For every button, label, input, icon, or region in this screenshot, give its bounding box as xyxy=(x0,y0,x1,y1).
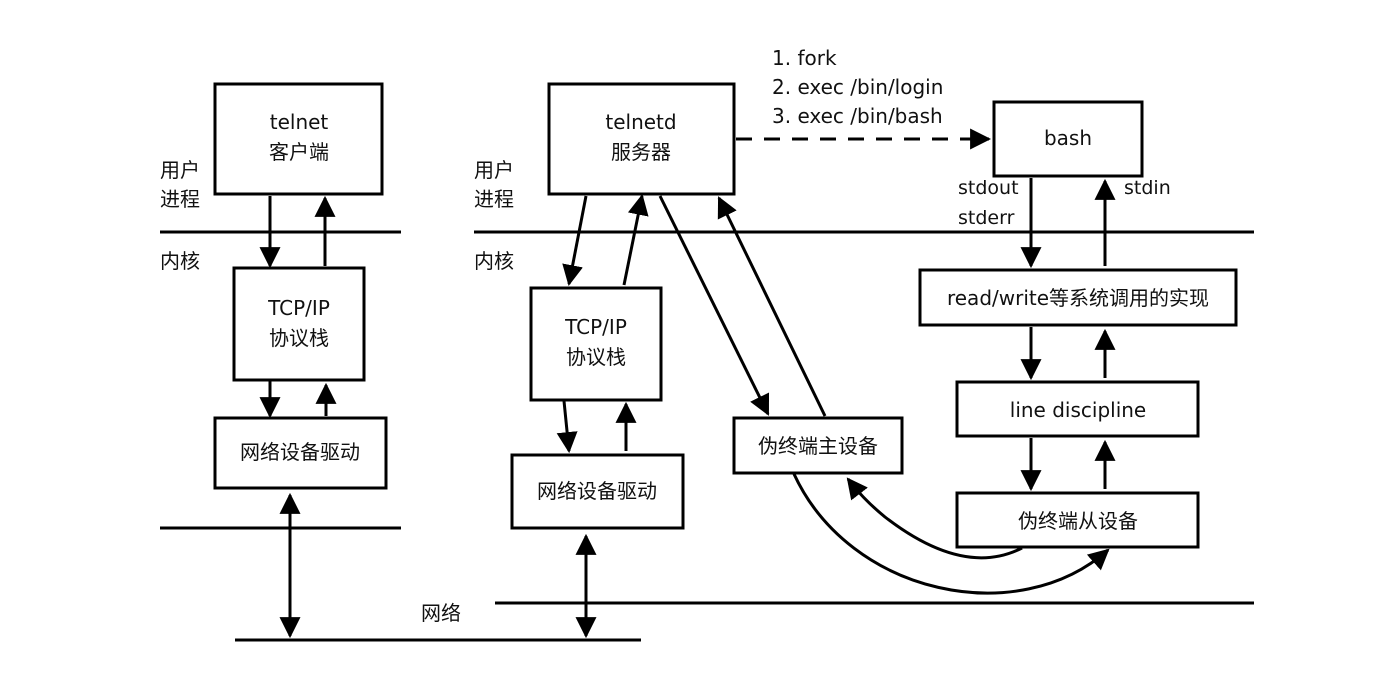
pty-slave-to-master-curved-arrow xyxy=(846,477,1023,560)
right-user-process-label-line2: 进程 xyxy=(474,187,514,211)
step-2-label: 2. exec /bin/login xyxy=(772,75,943,99)
telnet-client-box xyxy=(213,82,384,196)
right-kernel-label: 内核 xyxy=(474,249,514,273)
pty-master-to-slave-curved-arrow xyxy=(792,473,1110,595)
pty-slave-label: 伪终端从设备 xyxy=(1018,509,1138,533)
telnet-client-title-line2: 客户端 xyxy=(269,140,329,164)
telnetd-to-pty-master-arrow xyxy=(658,195,770,416)
right-stack-down-arrow xyxy=(556,400,578,454)
stdout-label: stdout xyxy=(958,177,1019,199)
pty-slave-box xyxy=(955,491,1200,549)
right-tcpip-stack-box xyxy=(529,286,663,402)
right-network-driver-box xyxy=(510,453,685,530)
left-network-driver-label: 网络设备驱动 xyxy=(240,440,360,464)
network-label: 网络 xyxy=(421,601,461,625)
right-user-process-label-line1: 用户 xyxy=(474,158,514,182)
telnetd-title-line1: telnetd xyxy=(605,110,676,134)
left-tcpip-line2: 协议栈 xyxy=(269,326,329,350)
pty-master-to-telnetd-arrow xyxy=(717,196,827,417)
line-discipline-label: line discipline xyxy=(1010,398,1146,422)
step-3-label: 3. exec /bin/bash xyxy=(772,104,943,128)
stderr-label: stderr xyxy=(958,207,1015,229)
syscall-impl-label: read/write等系统调用的实现 xyxy=(947,286,1209,310)
left-network-driver-box xyxy=(213,416,388,490)
left-tcpip-line1: TCP/IP xyxy=(267,296,330,320)
left-user-process-label-line1: 用户 xyxy=(160,158,200,182)
telnetd-server-box xyxy=(547,82,736,196)
telnet-client-title-line1: telnet xyxy=(270,110,329,134)
step-1-label: 1. fork xyxy=(772,46,837,70)
bash-box xyxy=(992,100,1144,178)
left-tcpip-stack-box xyxy=(232,266,366,382)
line-discipline-box xyxy=(955,380,1200,438)
right-server-down-arrow xyxy=(562,195,588,287)
right-tcpip-line2: 协议栈 xyxy=(566,345,626,369)
stdin-label: stdin xyxy=(1124,177,1171,199)
right-tcpip-line1: TCP/IP xyxy=(564,315,627,339)
left-kernel-label: 内核 xyxy=(160,249,200,273)
right-network-driver-label: 网络设备驱动 xyxy=(537,479,657,503)
pty-master-label: 伪终端主设备 xyxy=(758,434,878,458)
telnetd-title-line2: 服务器 xyxy=(611,140,671,164)
bash-label: bash xyxy=(1044,126,1092,150)
syscall-impl-box xyxy=(918,268,1238,327)
right-server-up-arrow xyxy=(622,193,649,286)
pty-master-box xyxy=(732,416,904,475)
left-user-process-label-line2: 进程 xyxy=(160,187,200,211)
